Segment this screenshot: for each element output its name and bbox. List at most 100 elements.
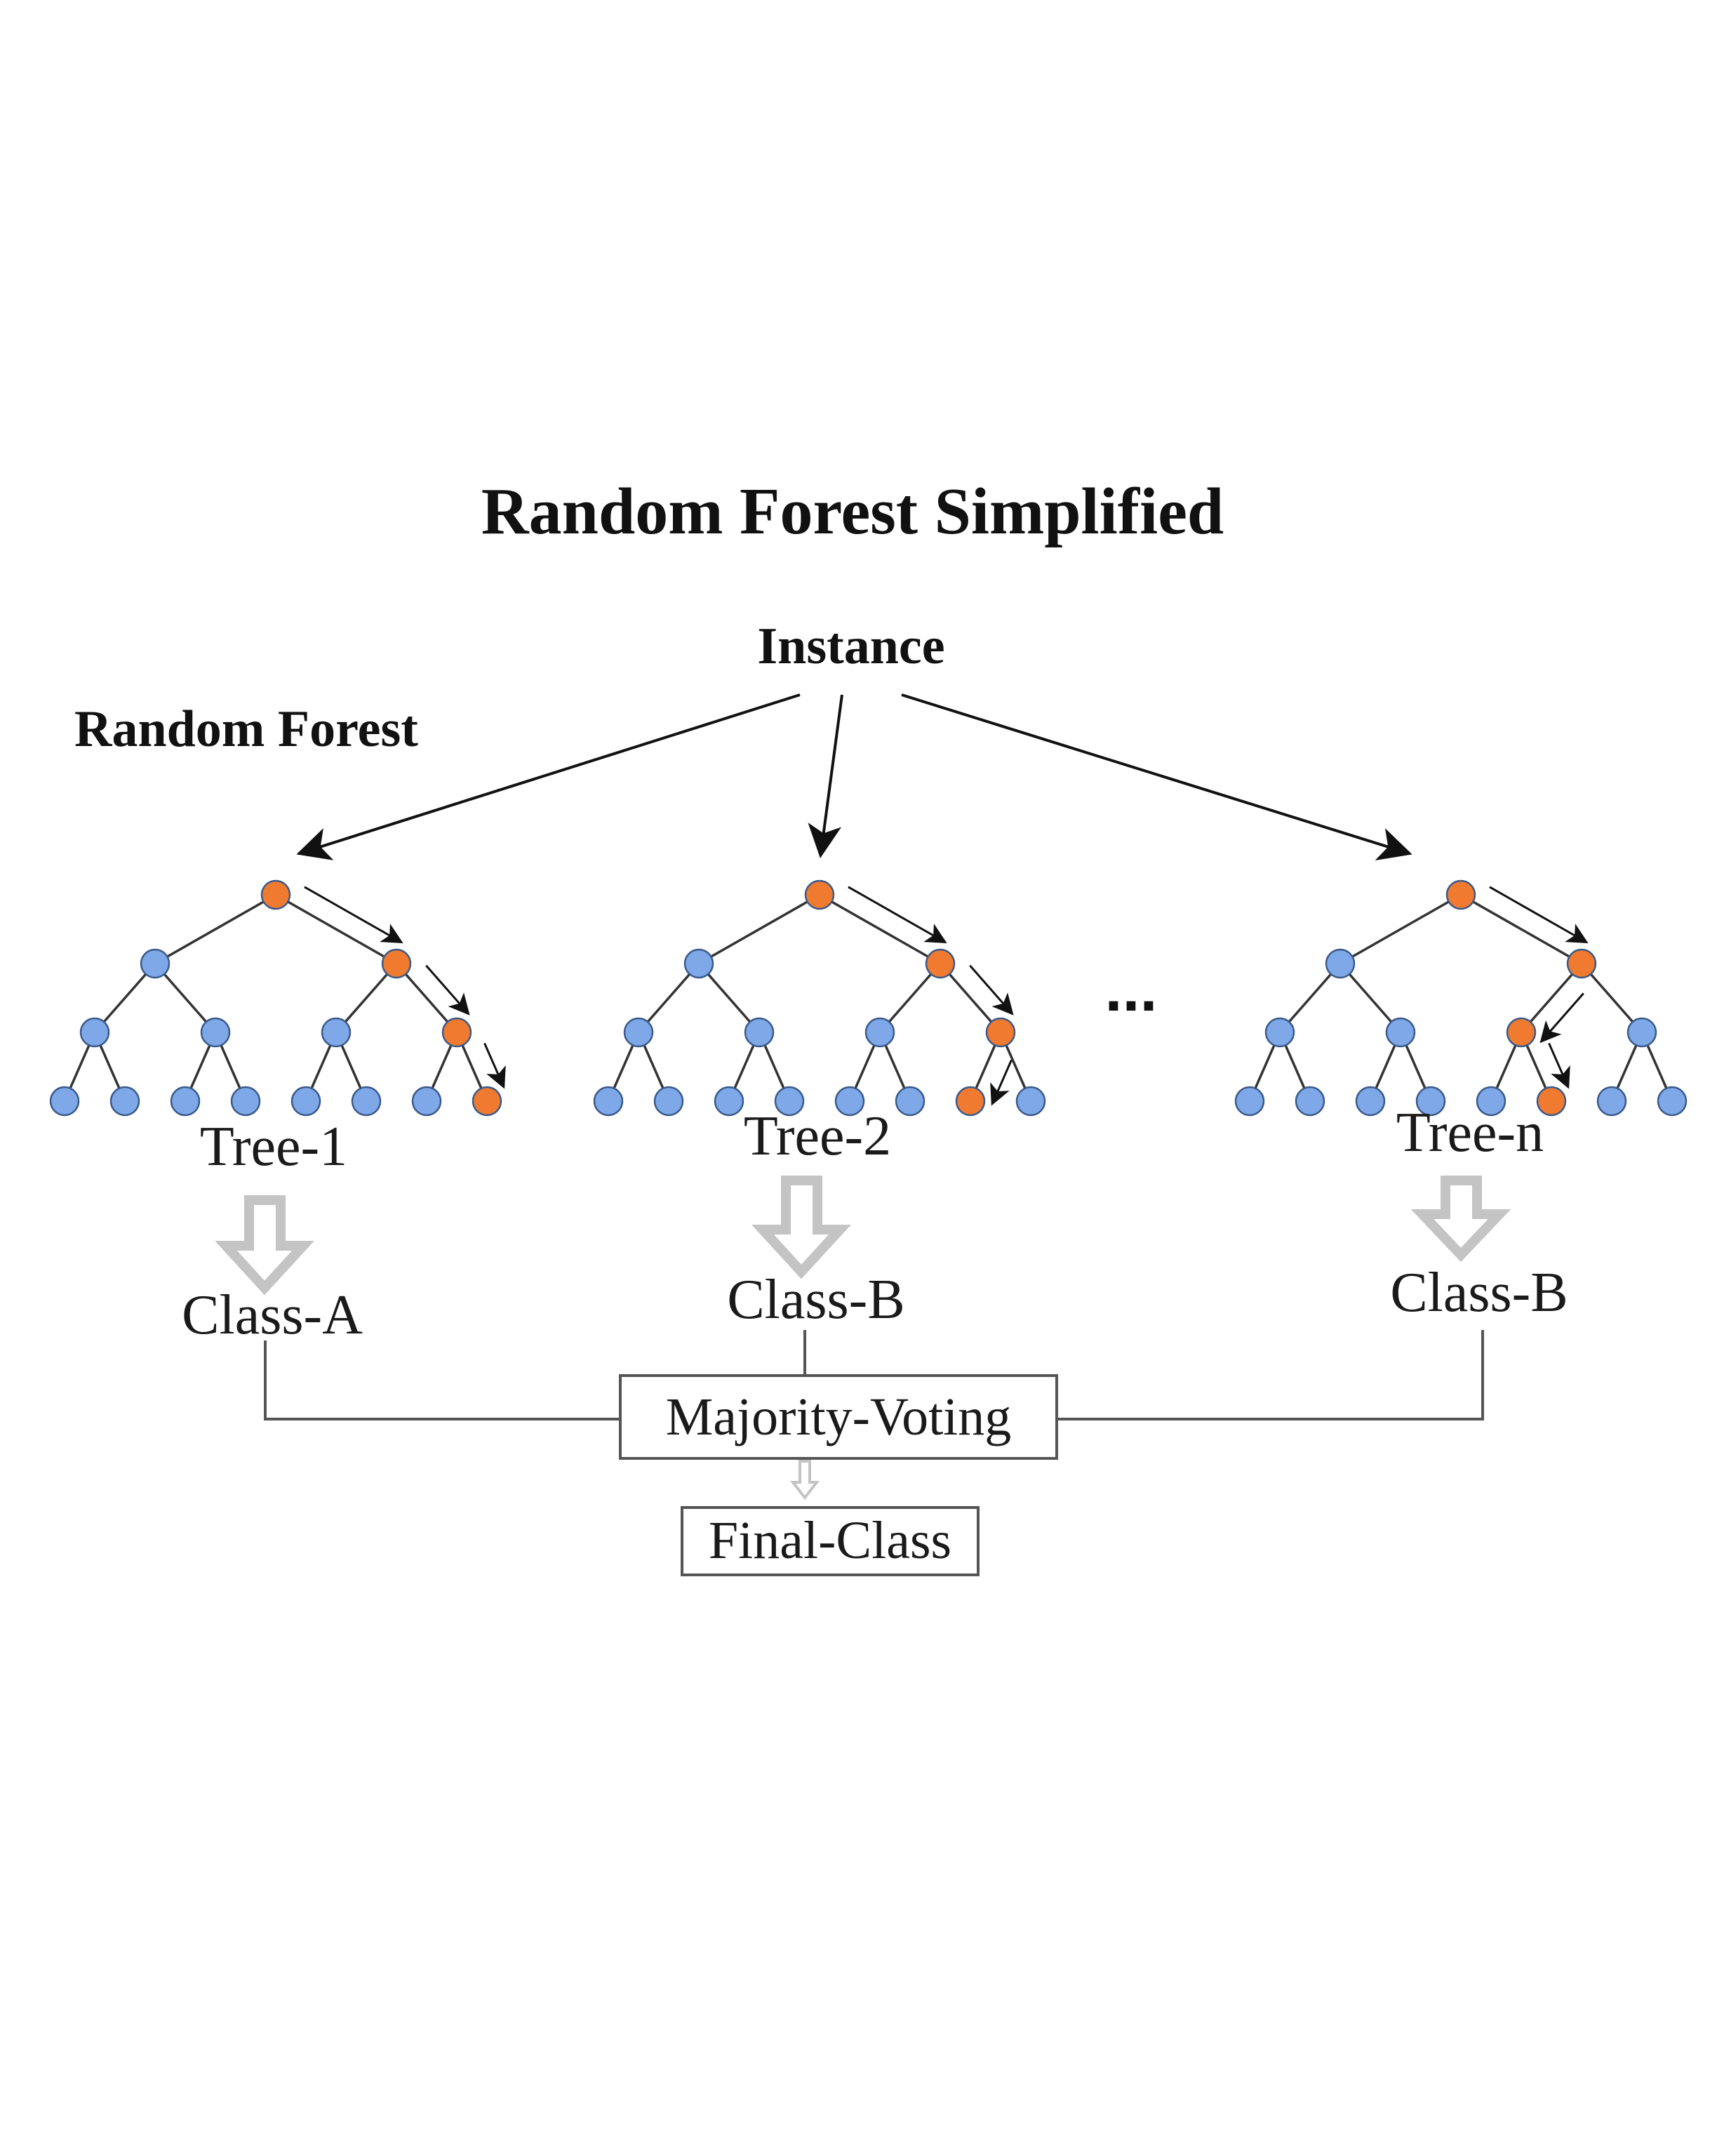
tree-2-class-label: Class-B <box>727 1269 904 1331</box>
instance-arrows <box>296 693 1412 860</box>
instance-arrow-tree-n <box>901 693 1412 860</box>
tree-node <box>140 948 171 979</box>
trees-layer <box>49 879 1688 1117</box>
diagram-title: Random Forest Simplified <box>481 475 1224 548</box>
tree-node <box>683 948 714 979</box>
instance-arrow-tree-1 <box>296 693 801 860</box>
tree-edge <box>939 962 1002 1034</box>
tree-edge <box>93 962 156 1034</box>
tree-node-on-path <box>260 879 291 910</box>
tree-node-on-path <box>441 1017 472 1048</box>
decision-path-arrow <box>425 964 470 1016</box>
tree-1-graph <box>49 879 506 1117</box>
majority-voting-box <box>619 1374 1058 1460</box>
tree-edge <box>1520 962 1583 1034</box>
tree-edge <box>1278 962 1342 1034</box>
random-forest-label: Random Forest <box>74 700 418 758</box>
tree-node-on-path <box>472 1086 502 1117</box>
tree-node <box>1626 1017 1657 1048</box>
majority-voting-label: Majority-Voting <box>666 1388 1012 1446</box>
tree-node <box>1476 1086 1506 1117</box>
tree-edge <box>1460 893 1582 965</box>
tree-node <box>1325 948 1356 979</box>
tree-node <box>895 1086 926 1117</box>
decision-path-arrow <box>990 1059 1013 1106</box>
tree-node <box>744 1017 775 1048</box>
decision-path-arrow <box>304 886 403 943</box>
voting-connectors <box>264 1330 1484 1420</box>
final-class-label: Final-Class <box>709 1511 951 1570</box>
tree-edge <box>698 893 820 965</box>
tree-3-graph <box>1234 879 1688 1117</box>
tree-node-on-path <box>804 879 835 910</box>
tree-2-graph <box>593 879 1046 1117</box>
tree-node <box>1264 1017 1295 1048</box>
tree-node-on-path <box>1506 1017 1537 1048</box>
tree-n-label: Tree-n <box>1396 1102 1544 1164</box>
tree-node <box>200 1017 231 1048</box>
tree-node <box>714 1086 744 1117</box>
tree-edge <box>395 962 458 1034</box>
tree-node <box>774 1086 805 1117</box>
tree-node <box>1596 1086 1627 1117</box>
decision-path-arrow <box>969 964 1014 1016</box>
tree-node <box>411 1086 442 1117</box>
tree-node <box>1657 1086 1688 1117</box>
tree-node <box>230 1086 261 1117</box>
tree-ellipsis: ... <box>1104 954 1157 1025</box>
tree-node <box>49 1086 80 1117</box>
tree-edge <box>1339 962 1402 1034</box>
tree-node <box>1234 1086 1265 1117</box>
tree-edge <box>275 893 397 965</box>
instance-label: Instance <box>757 618 944 675</box>
tree-node <box>653 1086 684 1117</box>
tree-node-on-path <box>1536 1086 1567 1117</box>
tree-edge <box>637 962 700 1034</box>
tree-2-output-arrow-icon <box>751 1176 851 1279</box>
tree-node <box>351 1086 382 1117</box>
tree-node-on-path <box>985 1017 1016 1048</box>
tree-node-on-path <box>955 1086 986 1117</box>
tree-node-on-path <box>1566 948 1597 979</box>
tree-node <box>109 1086 140 1117</box>
tree-node <box>79 1017 110 1048</box>
tree-edge <box>819 893 941 965</box>
tree-node-on-path <box>925 948 956 979</box>
tree-1-output-arrow-icon <box>215 1195 314 1296</box>
tree-node-on-path <box>381 948 412 979</box>
instance-arrow-tree-2 <box>808 694 843 858</box>
tree-node <box>1385 1017 1416 1048</box>
tree-1-label: Tree-1 <box>200 1116 347 1178</box>
tree-edge <box>154 962 217 1034</box>
tree-node <box>170 1086 201 1117</box>
tree-node <box>623 1017 654 1048</box>
final-class-box <box>681 1506 980 1576</box>
tree-node <box>834 1086 865 1117</box>
tree-node <box>1295 1086 1325 1117</box>
tree-node <box>864 1017 895 1048</box>
tree-n-class-label: Class-B <box>1390 1262 1568 1324</box>
decision-path-arrow <box>1548 1042 1570 1089</box>
tree-edge <box>154 893 276 965</box>
tree-edge <box>878 962 942 1034</box>
tree-edge <box>335 962 398 1034</box>
tree-node <box>1355 1086 1386 1117</box>
connector-tree-1 <box>264 1340 620 1420</box>
tree-node <box>593 1086 624 1117</box>
tree-edge <box>697 962 761 1034</box>
tree-n-output-arrow-icon <box>1410 1176 1511 1263</box>
tree-edge <box>1339 893 1462 965</box>
voting-to-final-arrow-icon <box>789 1460 820 1500</box>
tree-node <box>1015 1086 1046 1117</box>
tree-node <box>290 1086 321 1117</box>
tree-node <box>1415 1086 1446 1117</box>
tree-node-on-path <box>1445 879 1476 910</box>
tree-node <box>321 1017 352 1048</box>
decision-path-arrow <box>1489 886 1589 943</box>
tree-1-class-label: Class-A <box>182 1284 363 1346</box>
tree-edge <box>1580 962 1643 1034</box>
decision-path-arrow <box>848 886 947 943</box>
connector-tree-n <box>1057 1330 1484 1420</box>
decision-path-arrow <box>1539 992 1584 1044</box>
